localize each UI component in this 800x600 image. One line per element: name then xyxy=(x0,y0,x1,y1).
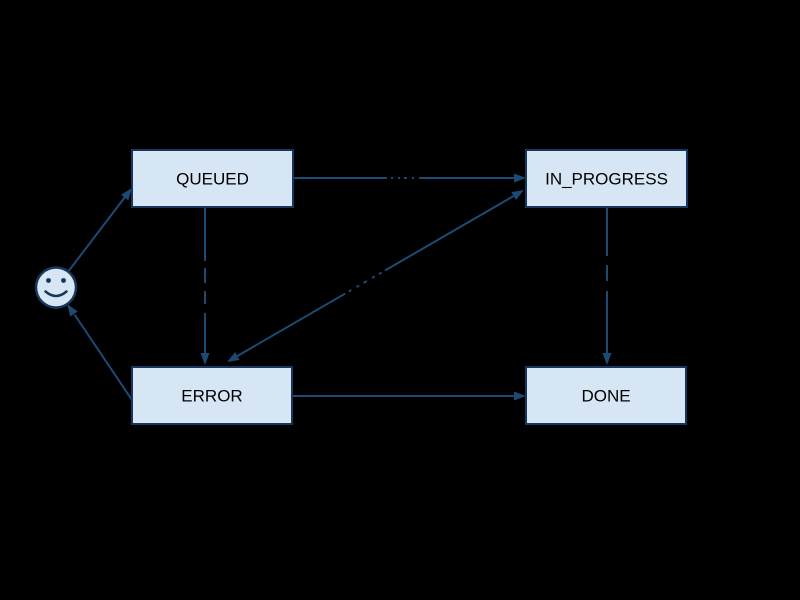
edge-line xyxy=(67,196,126,273)
node-label: IN_PROGRESS xyxy=(545,170,668,189)
node-in-progress: IN_PROGRESS xyxy=(525,149,688,208)
edge-in-progress-to-done xyxy=(602,207,612,365)
node-error: ERROR xyxy=(131,366,293,425)
arrowhead-icon xyxy=(200,353,210,365)
smiley-left-eye xyxy=(46,278,51,283)
edge-error-to-done xyxy=(292,391,526,401)
node-box xyxy=(131,366,293,425)
node-queued: QUEUED xyxy=(131,149,294,208)
illegible-edge-label-marks xyxy=(342,239,435,297)
arrowhead-icon xyxy=(514,173,526,183)
arrowhead-icon xyxy=(67,304,78,317)
smiley-face-circle xyxy=(34,266,78,309)
node-done: DONE xyxy=(525,366,687,425)
arrowhead-icon xyxy=(121,188,132,201)
edge-in-progress-error-bidirectional xyxy=(227,190,524,362)
arrowhead-icon xyxy=(602,353,612,365)
arrowhead-icon xyxy=(511,190,524,200)
edge-queued-to-error xyxy=(200,207,210,365)
node-label: ERROR xyxy=(181,387,242,406)
edge-queued-to-in-progress xyxy=(293,173,526,183)
edge-error-to-start xyxy=(67,304,133,401)
arrowhead-icon xyxy=(514,391,526,401)
arrowhead-icon xyxy=(227,352,240,362)
node-box xyxy=(525,149,688,208)
node-box xyxy=(131,149,294,208)
edge-line xyxy=(73,313,133,401)
node-box xyxy=(525,366,687,425)
smiley-mouth xyxy=(44,290,68,298)
node-label: DONE xyxy=(581,387,630,406)
start-state-smiley-icon xyxy=(34,266,78,309)
node-label: QUEUED xyxy=(176,170,249,189)
edge-start-to-queued xyxy=(67,188,132,273)
smiley-right-eye xyxy=(61,278,66,283)
